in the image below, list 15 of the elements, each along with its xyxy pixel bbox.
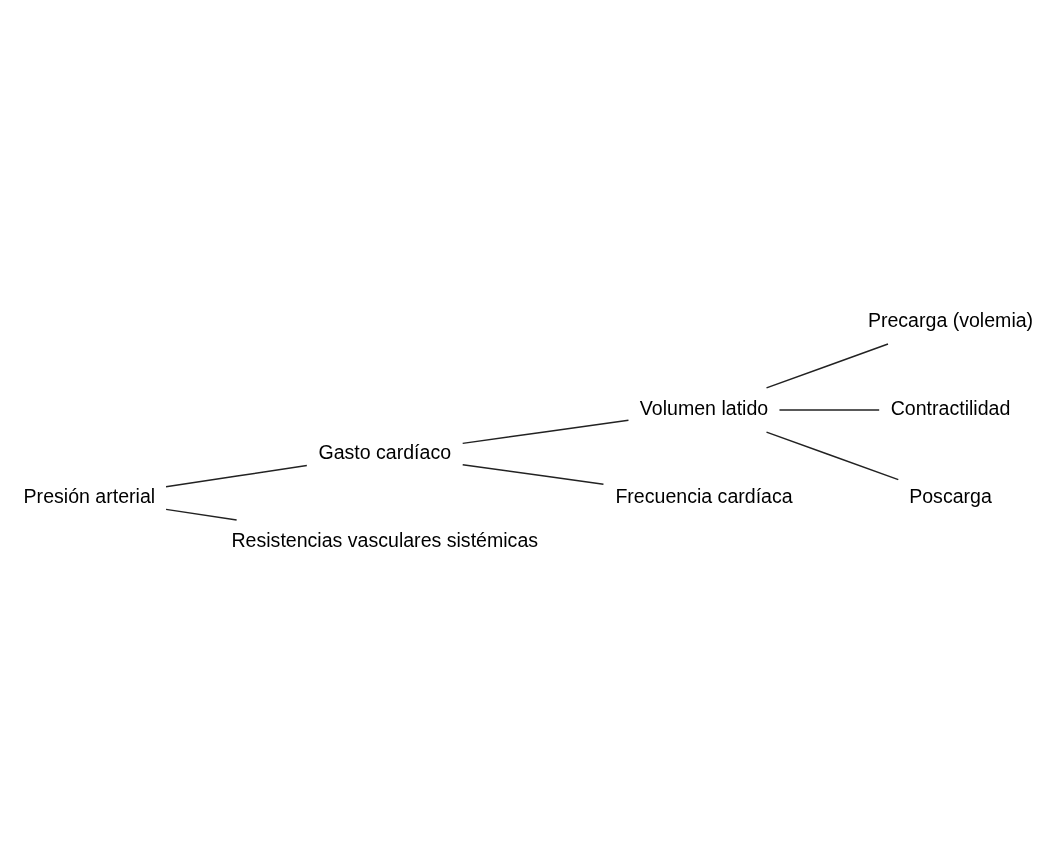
connector <box>165 508 238 521</box>
node-text: Gasto cardíaco <box>318 440 452 463</box>
connector <box>165 464 308 488</box>
node-text: Poscarga <box>909 484 992 507</box>
connector <box>461 419 630 445</box>
node-text: Volumen latido <box>639 396 769 419</box>
node-text: Contractilidad <box>890 396 1011 419</box>
connector <box>765 431 900 481</box>
connector <box>461 463 605 485</box>
node-text: Presión arterial <box>23 484 156 507</box>
node-text: Resistencias vasculares sistémicas <box>231 528 539 551</box>
node-text: Frecuencia cardíaca <box>615 484 793 507</box>
node-text: Precarga (volemia) <box>867 308 1034 331</box>
connector <box>778 409 880 411</box>
connector <box>765 343 889 389</box>
